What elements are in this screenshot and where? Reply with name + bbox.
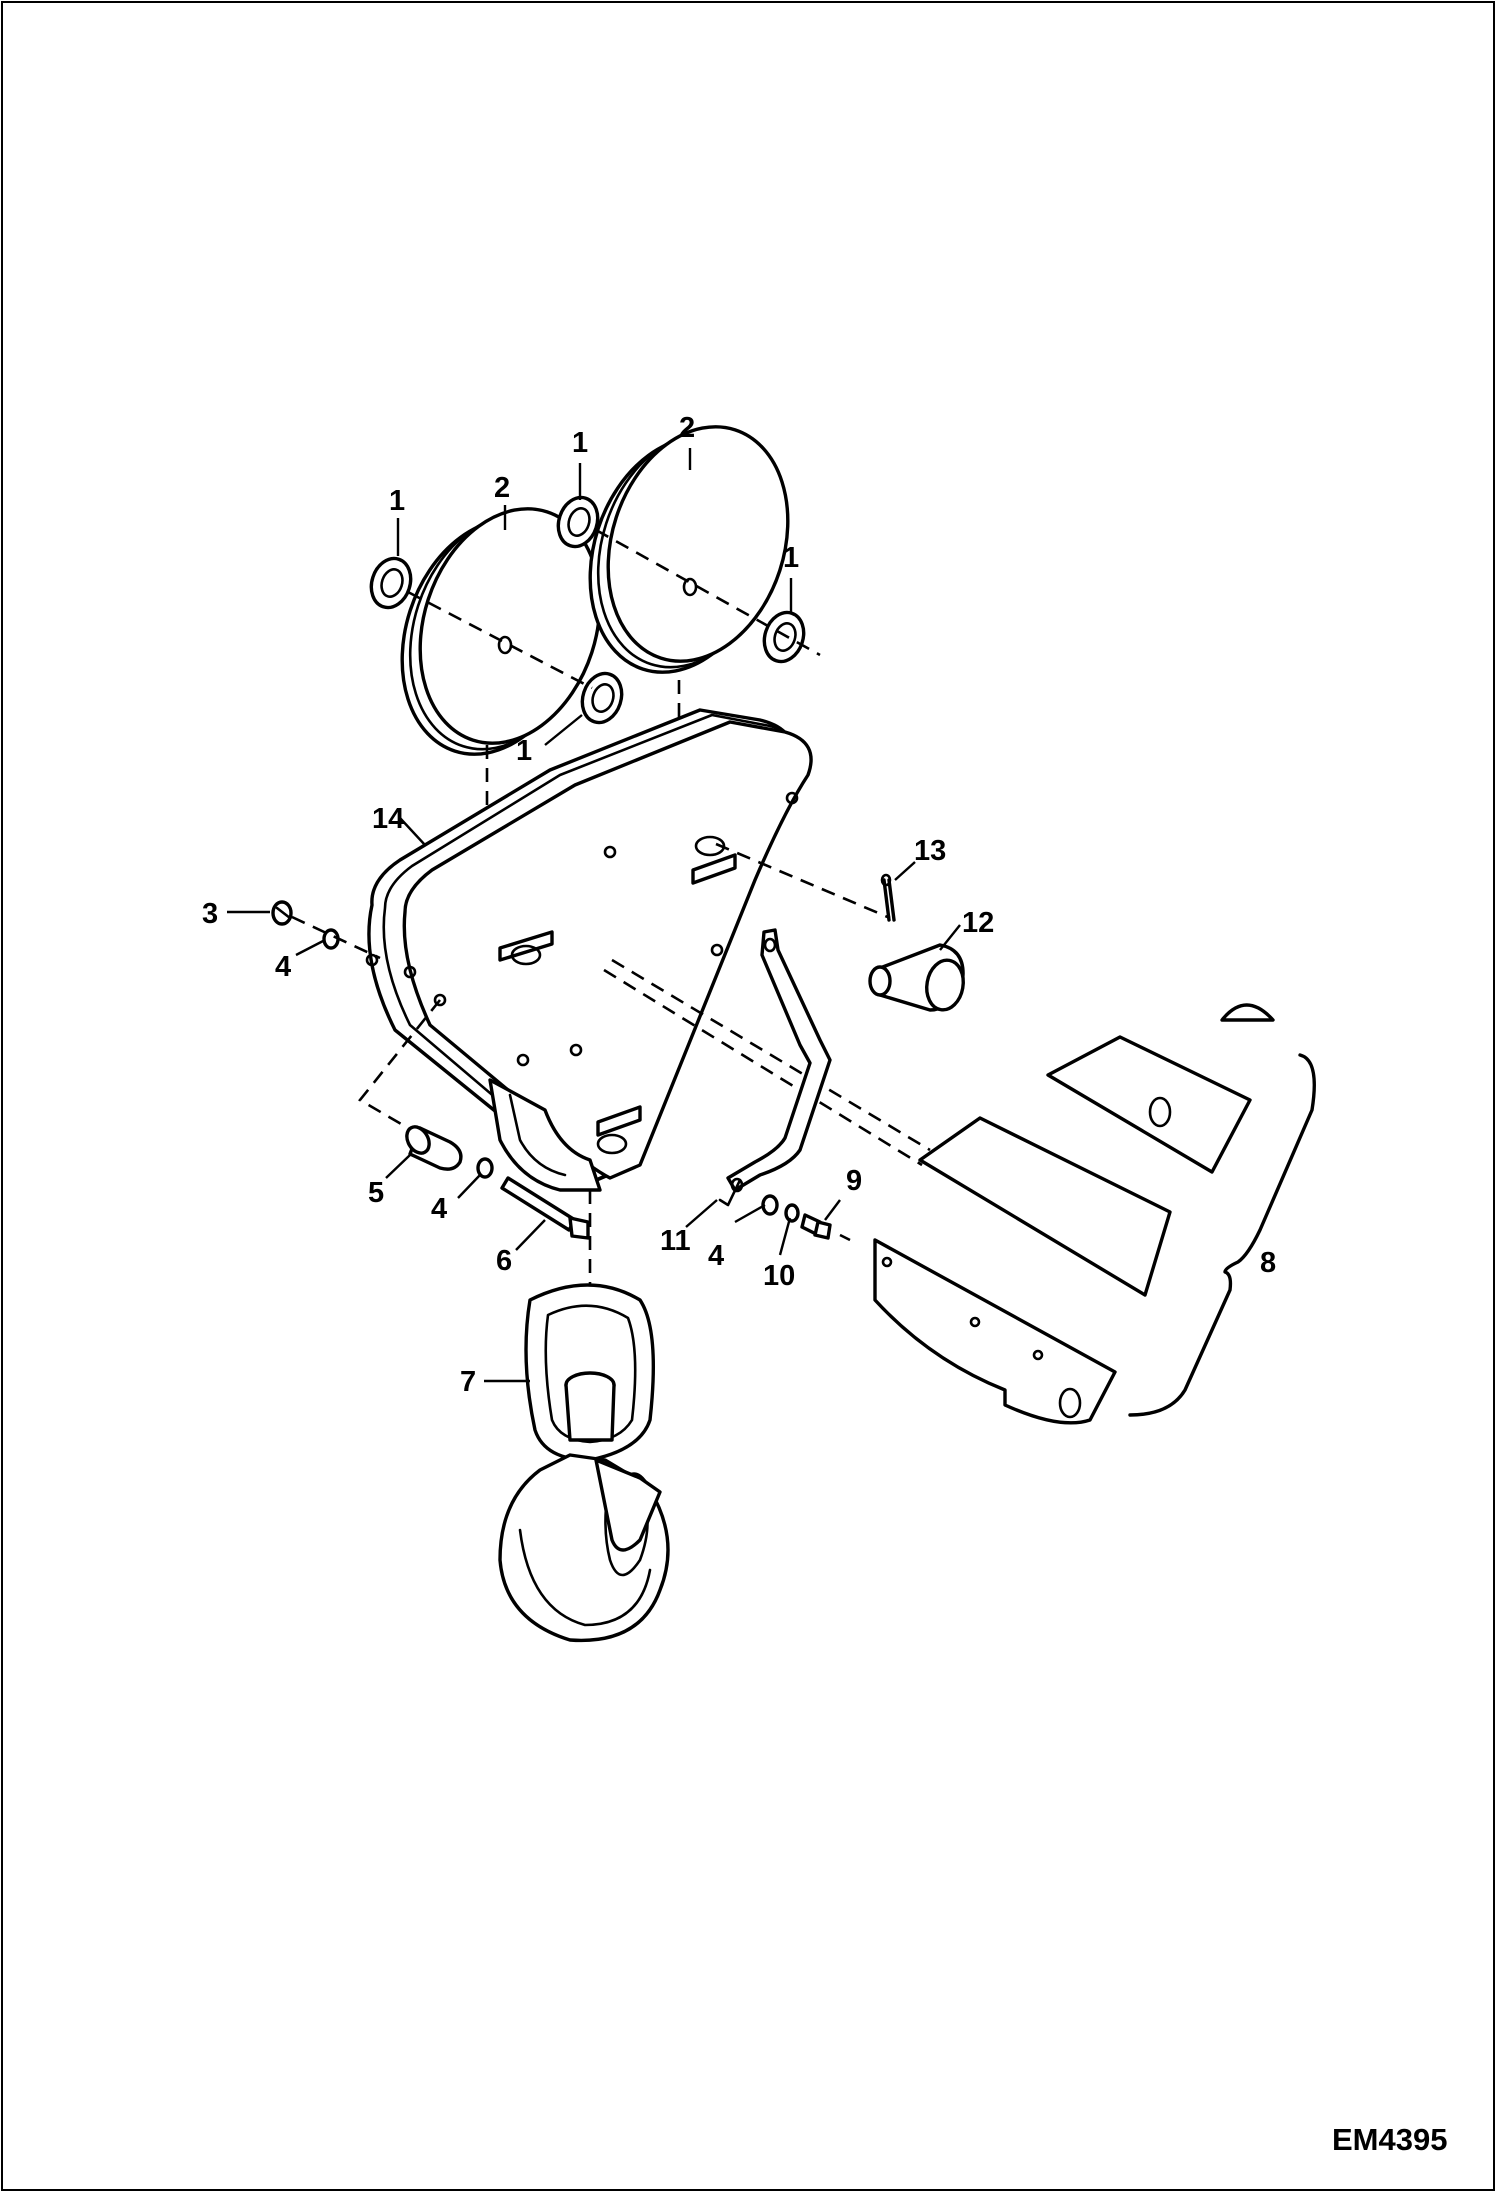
- bolt-line-right: [839, 1233, 851, 1242]
- callout-13: 13: [914, 835, 946, 867]
- spacer-5: [405, 1125, 463, 1171]
- callout-14: 14: [372, 803, 404, 835]
- callout-10: 10: [763, 1260, 795, 1292]
- nut-3: [271, 900, 293, 926]
- callout-12: 12: [962, 907, 994, 939]
- callout-4: 4: [275, 951, 291, 983]
- plate-kit-8: [873, 1003, 1275, 1425]
- callout-2: 2: [494, 472, 510, 504]
- drawing-code: EM4395: [1332, 2122, 1447, 2157]
- callout-8: 8: [1260, 1247, 1276, 1279]
- bolt-9: [800, 1213, 832, 1240]
- callout-11: 11: [660, 1225, 691, 1257]
- pin-line-middle-b: [611, 958, 931, 1152]
- washer-1c: [580, 671, 624, 725]
- bracket-11: [718, 928, 832, 1207]
- callout-2: 2: [679, 412, 695, 444]
- callout-labels: 1 1 1 1 2 2 3 4 4 4 5 6 7 8 9 10 11 12 1…: [202, 412, 1276, 1398]
- bolt-line-left: [291, 915, 381, 960]
- pin-12: [868, 943, 965, 1012]
- washer-1a: [369, 556, 413, 610]
- callout-1: 1: [572, 427, 588, 459]
- washer-4-left: [322, 928, 340, 950]
- washer-4-middle: [476, 1157, 494, 1179]
- callout-1: 1: [783, 542, 799, 574]
- hook-7: [498, 1283, 670, 1643]
- cotter-pin-13: [880, 873, 896, 922]
- washer-1d: [762, 610, 806, 664]
- callout-5: 5: [368, 1177, 384, 1209]
- pin-line-upper: [715, 842, 891, 920]
- spacer-line: [358, 999, 442, 1137]
- block-housing: [365, 708, 813, 1192]
- callout-7: 7: [460, 1366, 476, 1398]
- lockwasher-10: [784, 1203, 800, 1223]
- axle-line-left: [407, 590, 593, 690]
- sheave-right: [588, 425, 790, 674]
- callout-6: 6: [496, 1245, 512, 1277]
- washer-1b: [556, 495, 600, 549]
- callout-3: 3: [202, 898, 218, 930]
- bolt-6: [500, 1176, 590, 1240]
- callout-4: 4: [708, 1240, 724, 1272]
- callout-1: 1: [389, 485, 405, 517]
- bracket-brace-8: [1128, 1053, 1316, 1417]
- callout-1: 1: [516, 735, 532, 767]
- pin-line-middle-a: [603, 968, 923, 1167]
- callout-4: 4: [431, 1193, 447, 1225]
- callout-9: 9: [846, 1165, 862, 1197]
- axle-line-right: [595, 528, 821, 657]
- washer-4-right: [761, 1194, 779, 1216]
- leader-lines: [227, 448, 961, 1383]
